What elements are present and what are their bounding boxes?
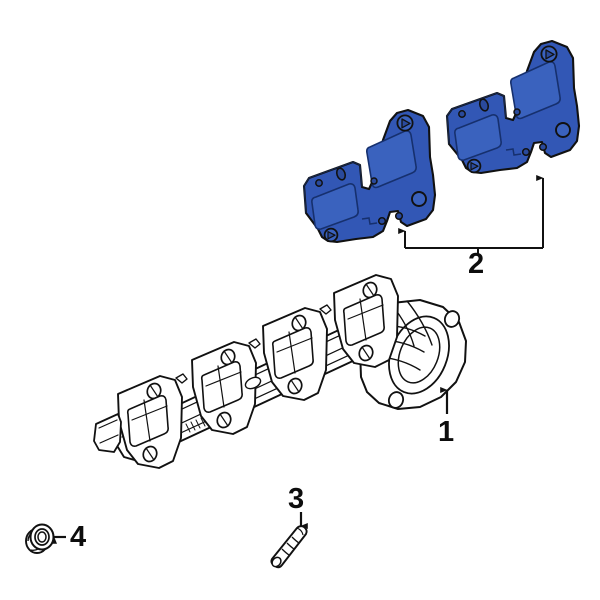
callout-label-3: 3 — [288, 483, 305, 515]
callout-2-leader — [398, 175, 544, 256]
exhaust-manifold-gasket-front[interactable] — [302, 108, 437, 244]
exhaust-manifold-nut[interactable] — [25, 523, 55, 554]
callout-label-2: 2 — [468, 248, 485, 280]
exhaust-manifold-gasket-rear[interactable] — [445, 39, 581, 175]
callout-label-4: 4 — [70, 521, 87, 553]
exhaust-manifold[interactable] — [93, 274, 467, 469]
exhaust-manifold-stud[interactable] — [270, 525, 308, 569]
callout-label-1: 1 — [438, 416, 455, 448]
